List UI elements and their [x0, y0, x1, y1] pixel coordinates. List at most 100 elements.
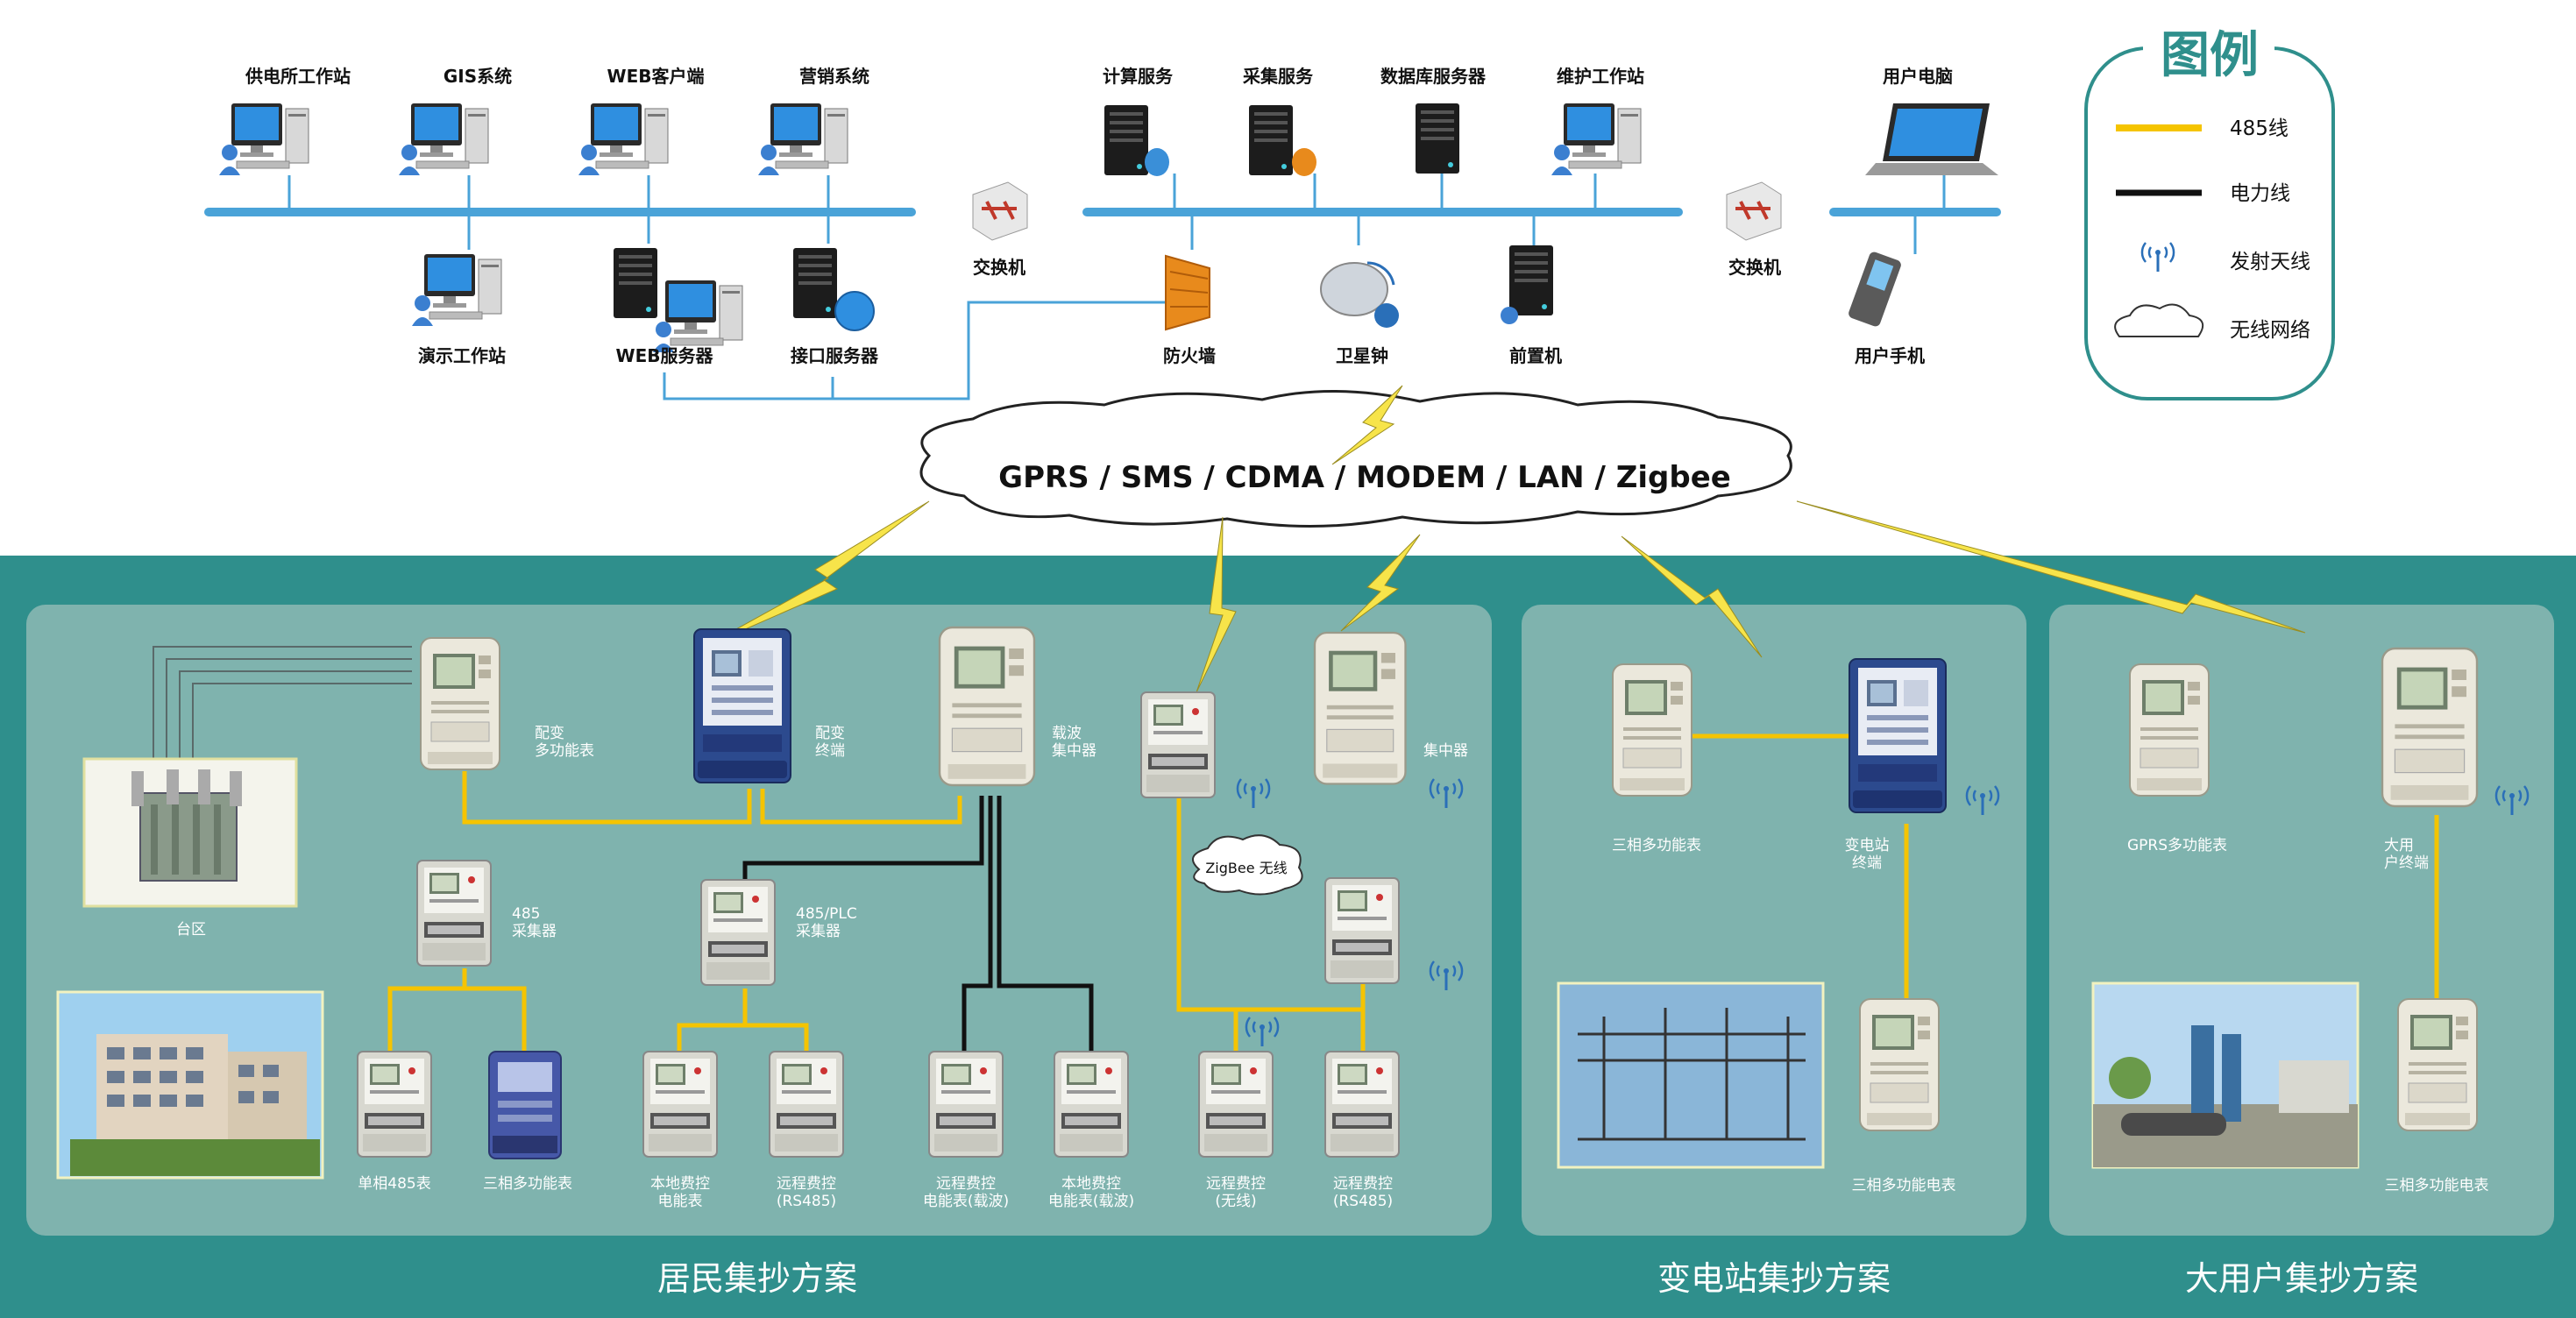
three-phase-meter-blue: [488, 1051, 562, 1159]
label-m2: 三相多功能表: [483, 1175, 572, 1193]
distribution-terminal-icon: [693, 628, 791, 783]
label-concentrator: 集中器: [1423, 742, 1468, 760]
label-sub-three-phase: 三相多功能表: [1612, 837, 1701, 854]
label-m1: 单相485表: [358, 1175, 430, 1193]
meter-icon: [769, 1051, 844, 1158]
label-sub-terminal-2: 终端: [1852, 854, 1882, 872]
label-web-client: WEB客户端: [607, 66, 705, 87]
label-gprs: GPRS多功能表: [2127, 837, 2227, 854]
label-c485-2: 采集器: [512, 923, 557, 940]
label-carrier-1: 载波: [1052, 725, 1082, 742]
three-phase-meter-icon: [2397, 998, 2478, 1131]
label-dist-meter-2: 多功能表: [535, 742, 594, 760]
label-interface-server: 接口服务器: [791, 345, 879, 366]
legend-title: 图例: [2161, 27, 2259, 84]
label-sub-meter: 三相多功能电表: [1852, 1177, 1956, 1194]
panel-title-residential: 居民集抄方案: [657, 1259, 857, 1298]
pc-icon: [1551, 103, 1642, 176]
label-m8-1: 远程费控: [1333, 1175, 1393, 1193]
pc-icon: [652, 280, 743, 353]
label-satellite-clock: 卫星钟: [1336, 345, 1388, 366]
three-phase-meter-icon: [1859, 998, 1940, 1131]
pc-icon: [757, 103, 848, 176]
label-lu-meter: 三相多功能电表: [2385, 1177, 2489, 1194]
wireless-links: [700, 385, 2306, 693]
transformer-icon: [131, 769, 242, 882]
distribution-meter-icon: [420, 637, 500, 770]
label-gis: GIS系统: [444, 66, 512, 87]
label-power-station: 供电所工作站: [245, 66, 351, 87]
meter-icon: [1054, 1051, 1129, 1158]
label-user-pc: 用户电脑: [1883, 66, 1953, 87]
label-database: 数据库服务器: [1380, 66, 1487, 87]
label-zigbee: ZigBee 无线: [1205, 860, 1287, 876]
label-plc-1: 485/PLC: [796, 905, 857, 923]
legend: 图例 485线 电力线 发射天线 无线网络: [2084, 26, 2335, 400]
label-maintenance: 维护工作站: [1557, 66, 1644, 87]
label-m6-1: 本地费控: [1061, 1175, 1121, 1193]
label-firewall: 防火墙: [1163, 345, 1216, 366]
label-m4-1: 远程费控: [777, 1175, 836, 1193]
database-icon: [1292, 148, 1316, 176]
panel-title-substation: 变电站集抄方案: [1657, 1259, 1891, 1298]
label-m7-2: (无线): [1215, 1193, 1256, 1210]
label-sub-terminal-1: 变电站: [1845, 837, 1890, 854]
pc-icon: [411, 253, 502, 327]
server-icon: [1249, 105, 1293, 175]
label-user-phone: 用户手机: [1855, 345, 1925, 366]
meter-icon: [928, 1051, 1004, 1158]
server-icon: [793, 248, 837, 318]
switch-icon: [1725, 181, 1783, 242]
cloud-label: GPRS / SMS / CDMA / MODEM / LAN / Zigbee: [998, 460, 1731, 495]
server-icon: [614, 248, 657, 318]
label-m7-1: 远程费控: [1206, 1175, 1266, 1193]
label-m5-2: 电能表(载波): [923, 1193, 1009, 1210]
label-compute: 计算服务: [1103, 66, 1174, 87]
label-dist-term-1: 配变: [815, 725, 845, 742]
phone-icon: [1849, 252, 1901, 327]
label-lu-terminal-2: 户终端: [2384, 854, 2429, 872]
label-taiqu: 台区: [176, 921, 206, 939]
server-icon: [1509, 245, 1553, 315]
label-lu-terminal-1: 大用: [2384, 837, 2414, 854]
residential-wiring: [153, 646, 1366, 1060]
pc-icon: [578, 103, 669, 176]
label-m5-1: 远程费控: [936, 1175, 996, 1193]
label-web-server: WEB服务器: [616, 345, 714, 366]
label-m3-1: 本地费控: [650, 1175, 710, 1193]
large-user-devices: GPRS多功能表 大用 户终端 三相多功能电表: [2091, 647, 2530, 1194]
three-phase-meter-icon: [1612, 663, 1692, 797]
large-user-terminal-icon: [2381, 647, 2479, 808]
label-m3-2: 电能表: [658, 1193, 703, 1210]
label-m4-2: (RS485): [777, 1193, 836, 1210]
label-front-end: 前置机: [1509, 345, 1562, 366]
label-m8-2: (RS485): [1333, 1193, 1393, 1210]
substation-terminal-icon: [1849, 658, 1947, 813]
pc-icon: [218, 103, 309, 176]
label-switch-left: 交换机: [973, 257, 1025, 278]
residential-devices: 台区 配变 多功能表 配变 终端 载波 集中器: [56, 626, 1468, 1210]
substation-photo: [1557, 981, 1825, 1169]
concentrator-icon: [1313, 631, 1407, 785]
wireless-collector-icon: [1324, 877, 1400, 984]
substation-devices: 三相多功能表 变电站 终端 三相多功能电表: [1557, 658, 2000, 1194]
gprs-meter-icon: [2129, 663, 2210, 797]
label-switch-right: 交换机: [1728, 257, 1781, 278]
meter-icon: [1198, 1051, 1274, 1158]
server-icon: [1416, 103, 1459, 174]
wireless-cloud: GPRS / SMS / CDMA / MODEM / LAN / Zigbee: [919, 390, 1792, 528]
building-icon: [70, 1034, 320, 1176]
cloud-icon: [2114, 303, 2204, 337]
label-plc-2: 采集器: [796, 923, 841, 940]
label-marketing: 营销系统: [799, 66, 869, 87]
legend-485-label: 485线: [2230, 117, 2289, 140]
zigbee-cloud-icon: [1191, 834, 1303, 896]
label-c485-1: 485: [512, 905, 540, 923]
legend-power-label: 电力线: [2230, 182, 2290, 205]
firewall-link: [663, 301, 1179, 400]
label-demo-ws: 演示工作站: [418, 345, 506, 366]
meter-icon: [1324, 1051, 1400, 1158]
legend-antenna-label: 发射天线: [2230, 251, 2310, 273]
label-carrier-2: 集中器: [1052, 742, 1096, 760]
collector-485-icon: [416, 860, 492, 967]
